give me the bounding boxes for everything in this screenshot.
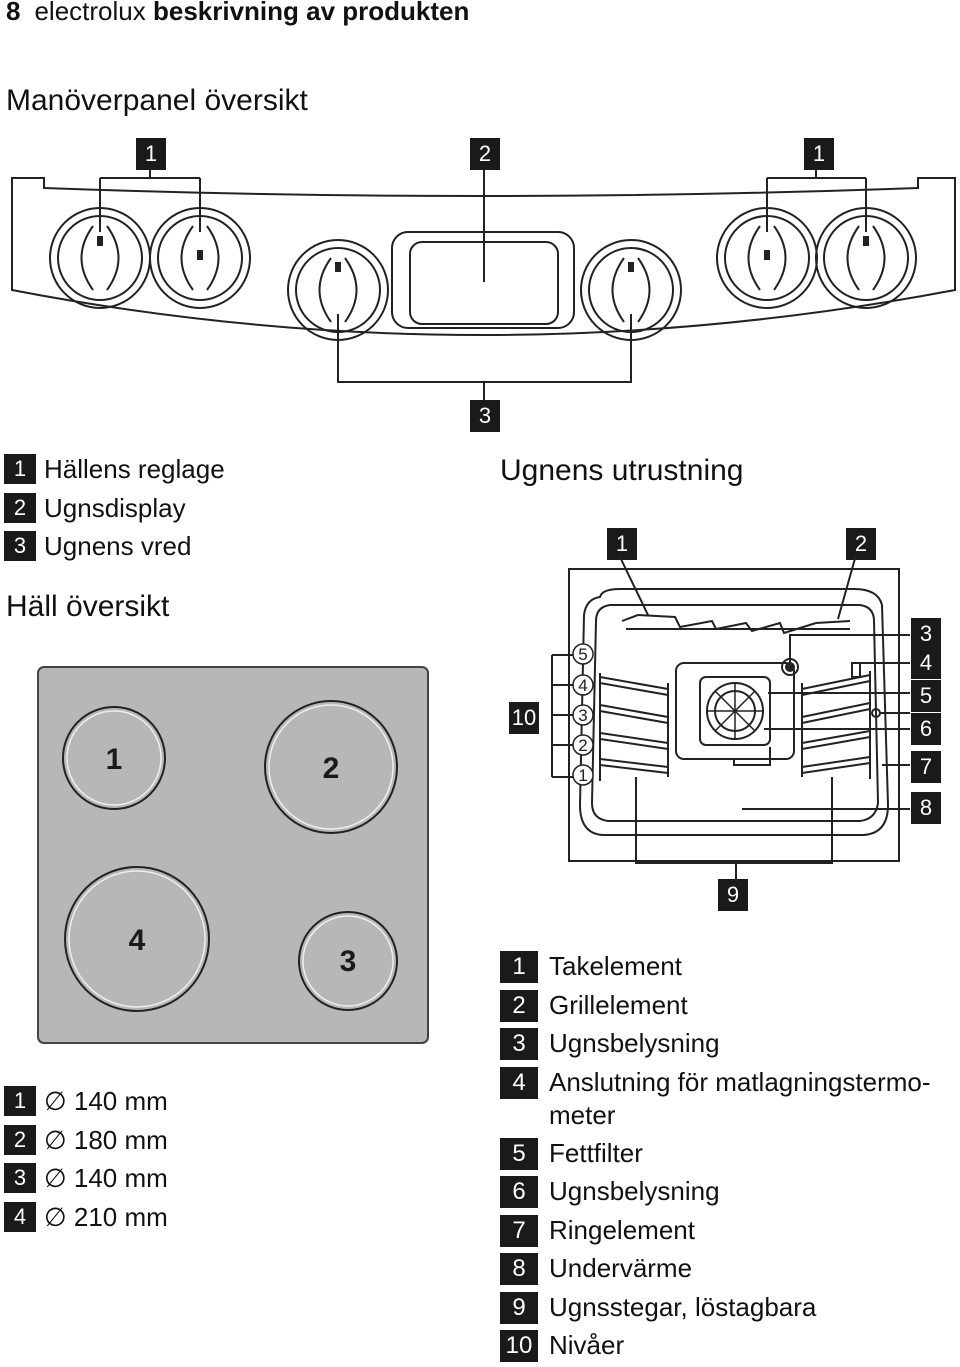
oven-callout-2: 2 xyxy=(846,528,876,560)
page-number: 8 xyxy=(6,0,21,26)
oven-callout-8: 8 xyxy=(911,792,941,824)
legend-number: 9 xyxy=(500,1291,538,1324)
legend-text: Ugnsbelysning xyxy=(549,1176,720,1206)
legend-text: Ugnens vred xyxy=(44,531,192,561)
hob-zone-label-4: 4 xyxy=(129,924,146,957)
oven-callout-1: 1 xyxy=(607,528,637,560)
legend-text: Grillelement xyxy=(549,989,688,1020)
legend-number: 1 xyxy=(4,454,36,484)
legend-text: Takelement xyxy=(549,951,682,981)
oven-callout-4: 4 xyxy=(911,647,941,679)
legend-number: 3 xyxy=(4,1163,36,1193)
hob-title: Häll översikt xyxy=(6,590,170,623)
legend-text: Ugnsbelysning xyxy=(549,1028,720,1058)
oven-interior-diagram: 5 4 3 2 1 xyxy=(551,555,910,881)
legend-text: Hällens reglage xyxy=(44,454,225,484)
oven-callout-10: 10 xyxy=(509,702,539,734)
legend-number: 5 xyxy=(500,1137,538,1170)
legend-number: 4 xyxy=(500,1066,538,1099)
oven-callout-7: 7 xyxy=(911,751,941,783)
oven-callout-6: 6 xyxy=(911,713,941,745)
legend-number: 3 xyxy=(4,531,36,561)
legend-number: 7 xyxy=(500,1214,538,1247)
brand-name: electrolux xyxy=(34,0,146,26)
legend-number: 3 xyxy=(500,1028,538,1060)
legend-text: ∅ 140 mm xyxy=(44,1163,168,1193)
legend-text: ∅ 140 mm xyxy=(44,1086,168,1116)
legend-number: 2 xyxy=(4,492,36,523)
oven-title: Ugnens utrustning xyxy=(500,454,744,487)
hob-zone-label-1: 1 xyxy=(106,743,123,776)
level-label-3: 3 xyxy=(578,706,587,725)
panel-callout-bottom: 3 xyxy=(470,400,500,432)
page-title: beskrivning av produkten xyxy=(152,0,470,26)
level-label-5: 5 xyxy=(578,645,587,664)
panel-callout-center: 2 xyxy=(470,138,500,170)
oven-knob-right xyxy=(580,239,682,341)
legend-text: ∅ 210 mm xyxy=(44,1201,168,1232)
oven-callout-3: 3 xyxy=(911,618,941,650)
legend-number: 2 xyxy=(4,1124,36,1155)
legend-number: 1 xyxy=(4,1086,36,1116)
legend-number: 6 xyxy=(500,1176,538,1208)
legend-text: Fettfilter xyxy=(549,1137,643,1168)
control-panel-diagram xyxy=(11,170,956,400)
legend-text: Ringelement xyxy=(549,1214,695,1245)
level-label-2: 2 xyxy=(578,736,587,755)
legend-text: Ugnsdisplay xyxy=(44,492,186,523)
legend-number: 2 xyxy=(500,989,538,1022)
panel-title: Manöverpanel översikt xyxy=(6,84,308,117)
oven-knob-left xyxy=(287,239,389,341)
hob-zone-label-3: 3 xyxy=(340,945,357,978)
legend-number: 4 xyxy=(4,1201,36,1232)
hob-zone-label-2: 2 xyxy=(323,752,340,785)
oven-callout-9: 9 xyxy=(718,879,748,911)
level-label-1: 1 xyxy=(578,766,587,785)
hob-knob-4 xyxy=(815,207,917,309)
page-header: 8 electrolux beskrivning av produkten xyxy=(6,0,469,27)
level-label-4: 4 xyxy=(578,676,587,695)
legend-text: Ugnsstegar, löstagbara xyxy=(549,1291,817,1322)
hob-knob-2 xyxy=(149,207,251,309)
legend-number: 8 xyxy=(500,1253,538,1285)
legend-text: ∅ 180 mm xyxy=(44,1124,168,1155)
legend-text: Nivåer xyxy=(549,1330,625,1360)
panel-callout-right: 1 xyxy=(804,138,834,170)
legend-text: Anslutning för matlagningstermo- xyxy=(549,1066,931,1097)
oven-callout-5: 5 xyxy=(911,680,941,712)
legend-number: 1 xyxy=(500,951,538,983)
panel-callout-left: 1 xyxy=(136,138,166,170)
legend-text-continued: meter xyxy=(549,1099,616,1130)
hob-diagram: 1 2 4 3 xyxy=(37,666,429,1044)
legend-number: 10 xyxy=(500,1330,538,1362)
legend-text: Undervärme xyxy=(549,1253,693,1283)
